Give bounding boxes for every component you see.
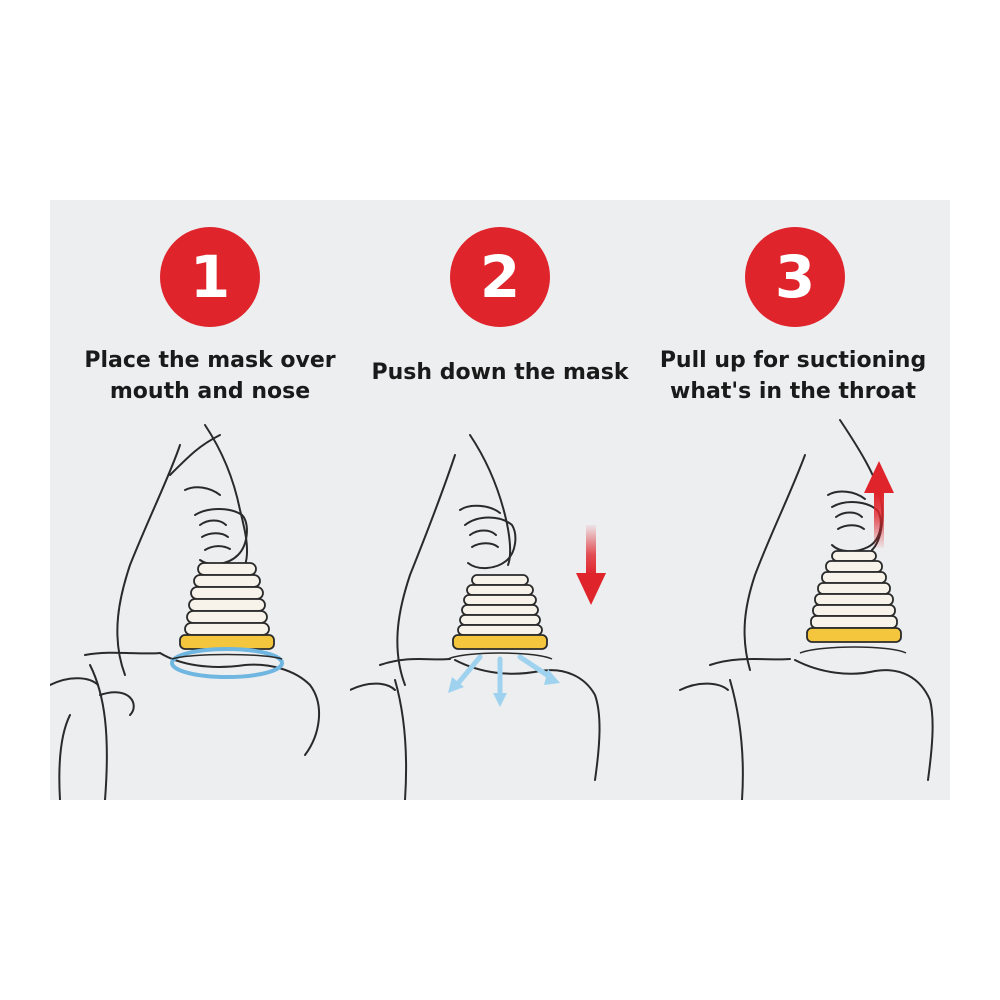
caption-line-2: mouth and nose (109, 379, 311, 404)
step-1: 1 Place the mask over mouth and nose (50, 200, 350, 800)
step-3: 3 Pull up for suctioning what's in the t… (650, 200, 950, 800)
push-down-illustration (350, 434, 606, 800)
step-caption: Push down the mask (350, 357, 650, 388)
up-arrow-head (864, 461, 894, 493)
down-arrow-head (576, 573, 606, 605)
pull-up-illustration (679, 419, 934, 800)
step-number-badge: 3 (745, 227, 845, 327)
step-number: 2 (479, 243, 521, 311)
caption-line-1: Push down the mask (371, 360, 629, 385)
caption-line-1: Pull up for suctioning (659, 348, 927, 373)
step-number-badge: 1 (160, 227, 260, 327)
step-number: 1 (189, 243, 231, 311)
caption-line-2: what's in the throat (670, 379, 916, 404)
caption-line-1: Place the mask over (84, 348, 336, 373)
step-caption: Pull up for suctioning what's in the thr… (643, 345, 943, 407)
step-number-badge: 2 (450, 227, 550, 327)
down-arrow-shaft (586, 525, 596, 575)
instruction-panel: 1 Place the mask over mouth and nose (50, 200, 950, 800)
up-arrow-shaft (874, 493, 884, 548)
step-caption: Place the mask over mouth and nose (60, 345, 360, 407)
step-number: 3 (774, 243, 816, 311)
mask-on-face-illustration (50, 424, 321, 800)
step-2: 2 Push down the mask (350, 200, 650, 800)
